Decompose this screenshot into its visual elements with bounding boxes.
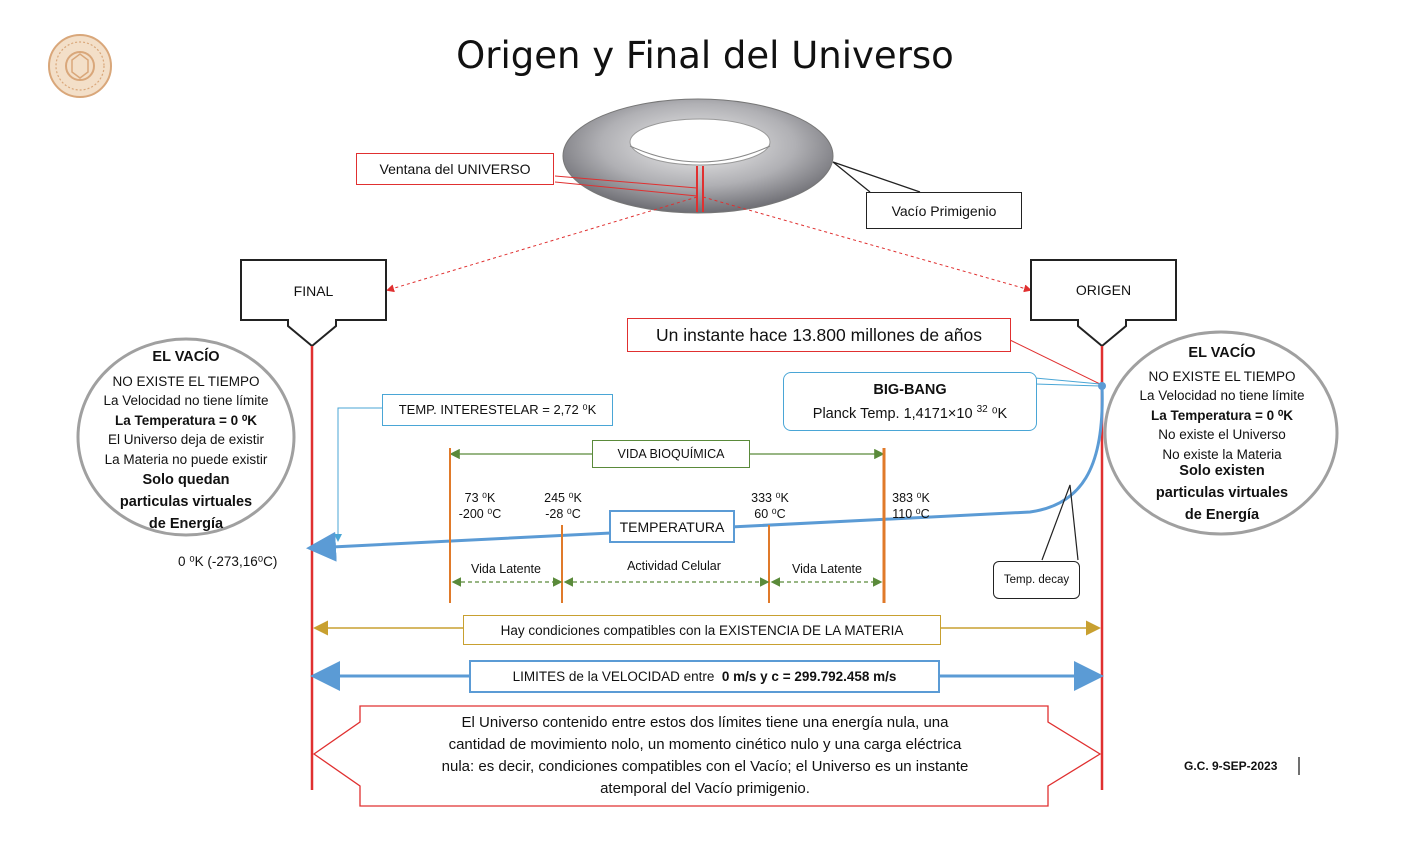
- temp-decay-box: Temp. decay: [993, 561, 1080, 599]
- final-line: La Temperatura = 0 ⁰K: [114, 412, 258, 428]
- range-label: Vida Latente: [471, 562, 541, 576]
- signature: G.C. 9-SEP-2023: [1184, 759, 1278, 773]
- big-bang-box: BIG-BANG Planck Temp. 1,4171×10 32 ⁰K: [783, 372, 1037, 431]
- planck-unit: ⁰K: [991, 405, 1008, 422]
- origen-line: La Velocidad no tiene límite: [1139, 388, 1305, 403]
- origen-line: No existe la Materia: [1162, 446, 1282, 462]
- final-line: NO EXISTE EL TIEMPO: [112, 373, 260, 389]
- tick-label: 73 ⁰K -200 ⁰C: [455, 490, 505, 522]
- window-label: Ventana del UNIVERSO: [356, 153, 554, 185]
- final-heading: EL VACÍO: [152, 349, 220, 365]
- vida-bioquimica-box: VIDA BIOQUÍMICA: [592, 440, 750, 468]
- final-closing: de Energía: [148, 516, 224, 532]
- final-closing: Solo quedan: [142, 472, 230, 488]
- velocidad-box: LIMITES de la VELOCIDAD entre 0 m/s y c …: [469, 660, 940, 693]
- velocidad-prefix: LIMITES de la VELOCIDAD entre: [512, 669, 715, 684]
- materia-box: Hay condiciones compatibles con la EXIST…: [463, 615, 941, 645]
- tick-celsius: 60 ⁰C: [754, 507, 786, 521]
- void-label: Vacío Primigenio: [866, 192, 1022, 229]
- temperatura-box: TEMPERATURA: [609, 510, 735, 543]
- final-label: FINAL: [293, 283, 334, 299]
- origen-closing: particulas virtuales: [1155, 485, 1289, 501]
- tick-kelvin: 383 ⁰K: [892, 491, 930, 505]
- final-line: El Universo deja de existir: [107, 432, 265, 447]
- origen-line: No existe el Universo: [1158, 427, 1286, 442]
- tick-kelvin: 245 ⁰K: [544, 491, 582, 505]
- tick-label: 333 ⁰K 60 ⁰C: [745, 490, 795, 522]
- page-title: Origen y Final del Universo: [456, 34, 954, 77]
- origen-heading: EL VACÍO: [1188, 345, 1256, 361]
- origen-line: La Temperatura = 0 ⁰K: [1150, 407, 1294, 423]
- range-label: Actividad Celular: [627, 559, 721, 573]
- origen-label: ORIGEN: [1075, 282, 1132, 298]
- final-closing: particulas virtuales: [119, 494, 253, 510]
- tick-kelvin: 73 ⁰K: [464, 491, 496, 505]
- interstellar-box: TEMP. INTERESTELAR = 2,72 ⁰K: [382, 394, 613, 426]
- zero-temp-label: 0 ⁰K (-273,16⁰C): [178, 554, 278, 569]
- tick-celsius: -200 ⁰C: [458, 507, 502, 521]
- tick-label: 245 ⁰K -28 ⁰C: [538, 490, 588, 522]
- tick-kelvin: 333 ⁰K: [751, 491, 789, 505]
- origen-vacuum-text: EL VACÍO NO EXISTE EL TIEMPO La Velocida…: [1124, 344, 1320, 526]
- planck-exponent: 32: [976, 403, 988, 415]
- tick-celsius: -28 ⁰C: [545, 507, 581, 521]
- big-bang-title: BIG-BANG: [873, 381, 947, 398]
- tick-label: 383 ⁰K 110 ⁰C: [886, 490, 936, 522]
- torus-icon: [562, 98, 834, 214]
- instant-label: Un instante hace 13.800 millones de años: [627, 318, 1011, 352]
- big-bang-text: Planck Temp. 1,4171×10 32 ⁰K: [813, 400, 1007, 424]
- origen-closing: de Energía: [1184, 507, 1260, 523]
- tick-celsius: 110 ⁰C: [892, 507, 930, 521]
- conclusion-text: El Universo contenido entre estos dos lí…: [441, 714, 969, 797]
- origen-closing: Solo existen: [1179, 463, 1265, 479]
- origen-line: NO EXISTE EL TIEMPO: [1148, 368, 1296, 384]
- final-line: La Velocidad no tiene límite: [103, 393, 269, 408]
- velocidad-values: 0 m/s y c = 299.792.458 m/s: [721, 669, 897, 684]
- final-vacuum-text: EL VACÍO NO EXISTE EL TIEMPO La Velocida…: [86, 348, 286, 535]
- final-line: La Materia no puede existir: [104, 451, 268, 467]
- planck-temp: Planck Temp. 1,4171×10: [812, 405, 973, 422]
- range-label: Vida Latente: [792, 562, 862, 576]
